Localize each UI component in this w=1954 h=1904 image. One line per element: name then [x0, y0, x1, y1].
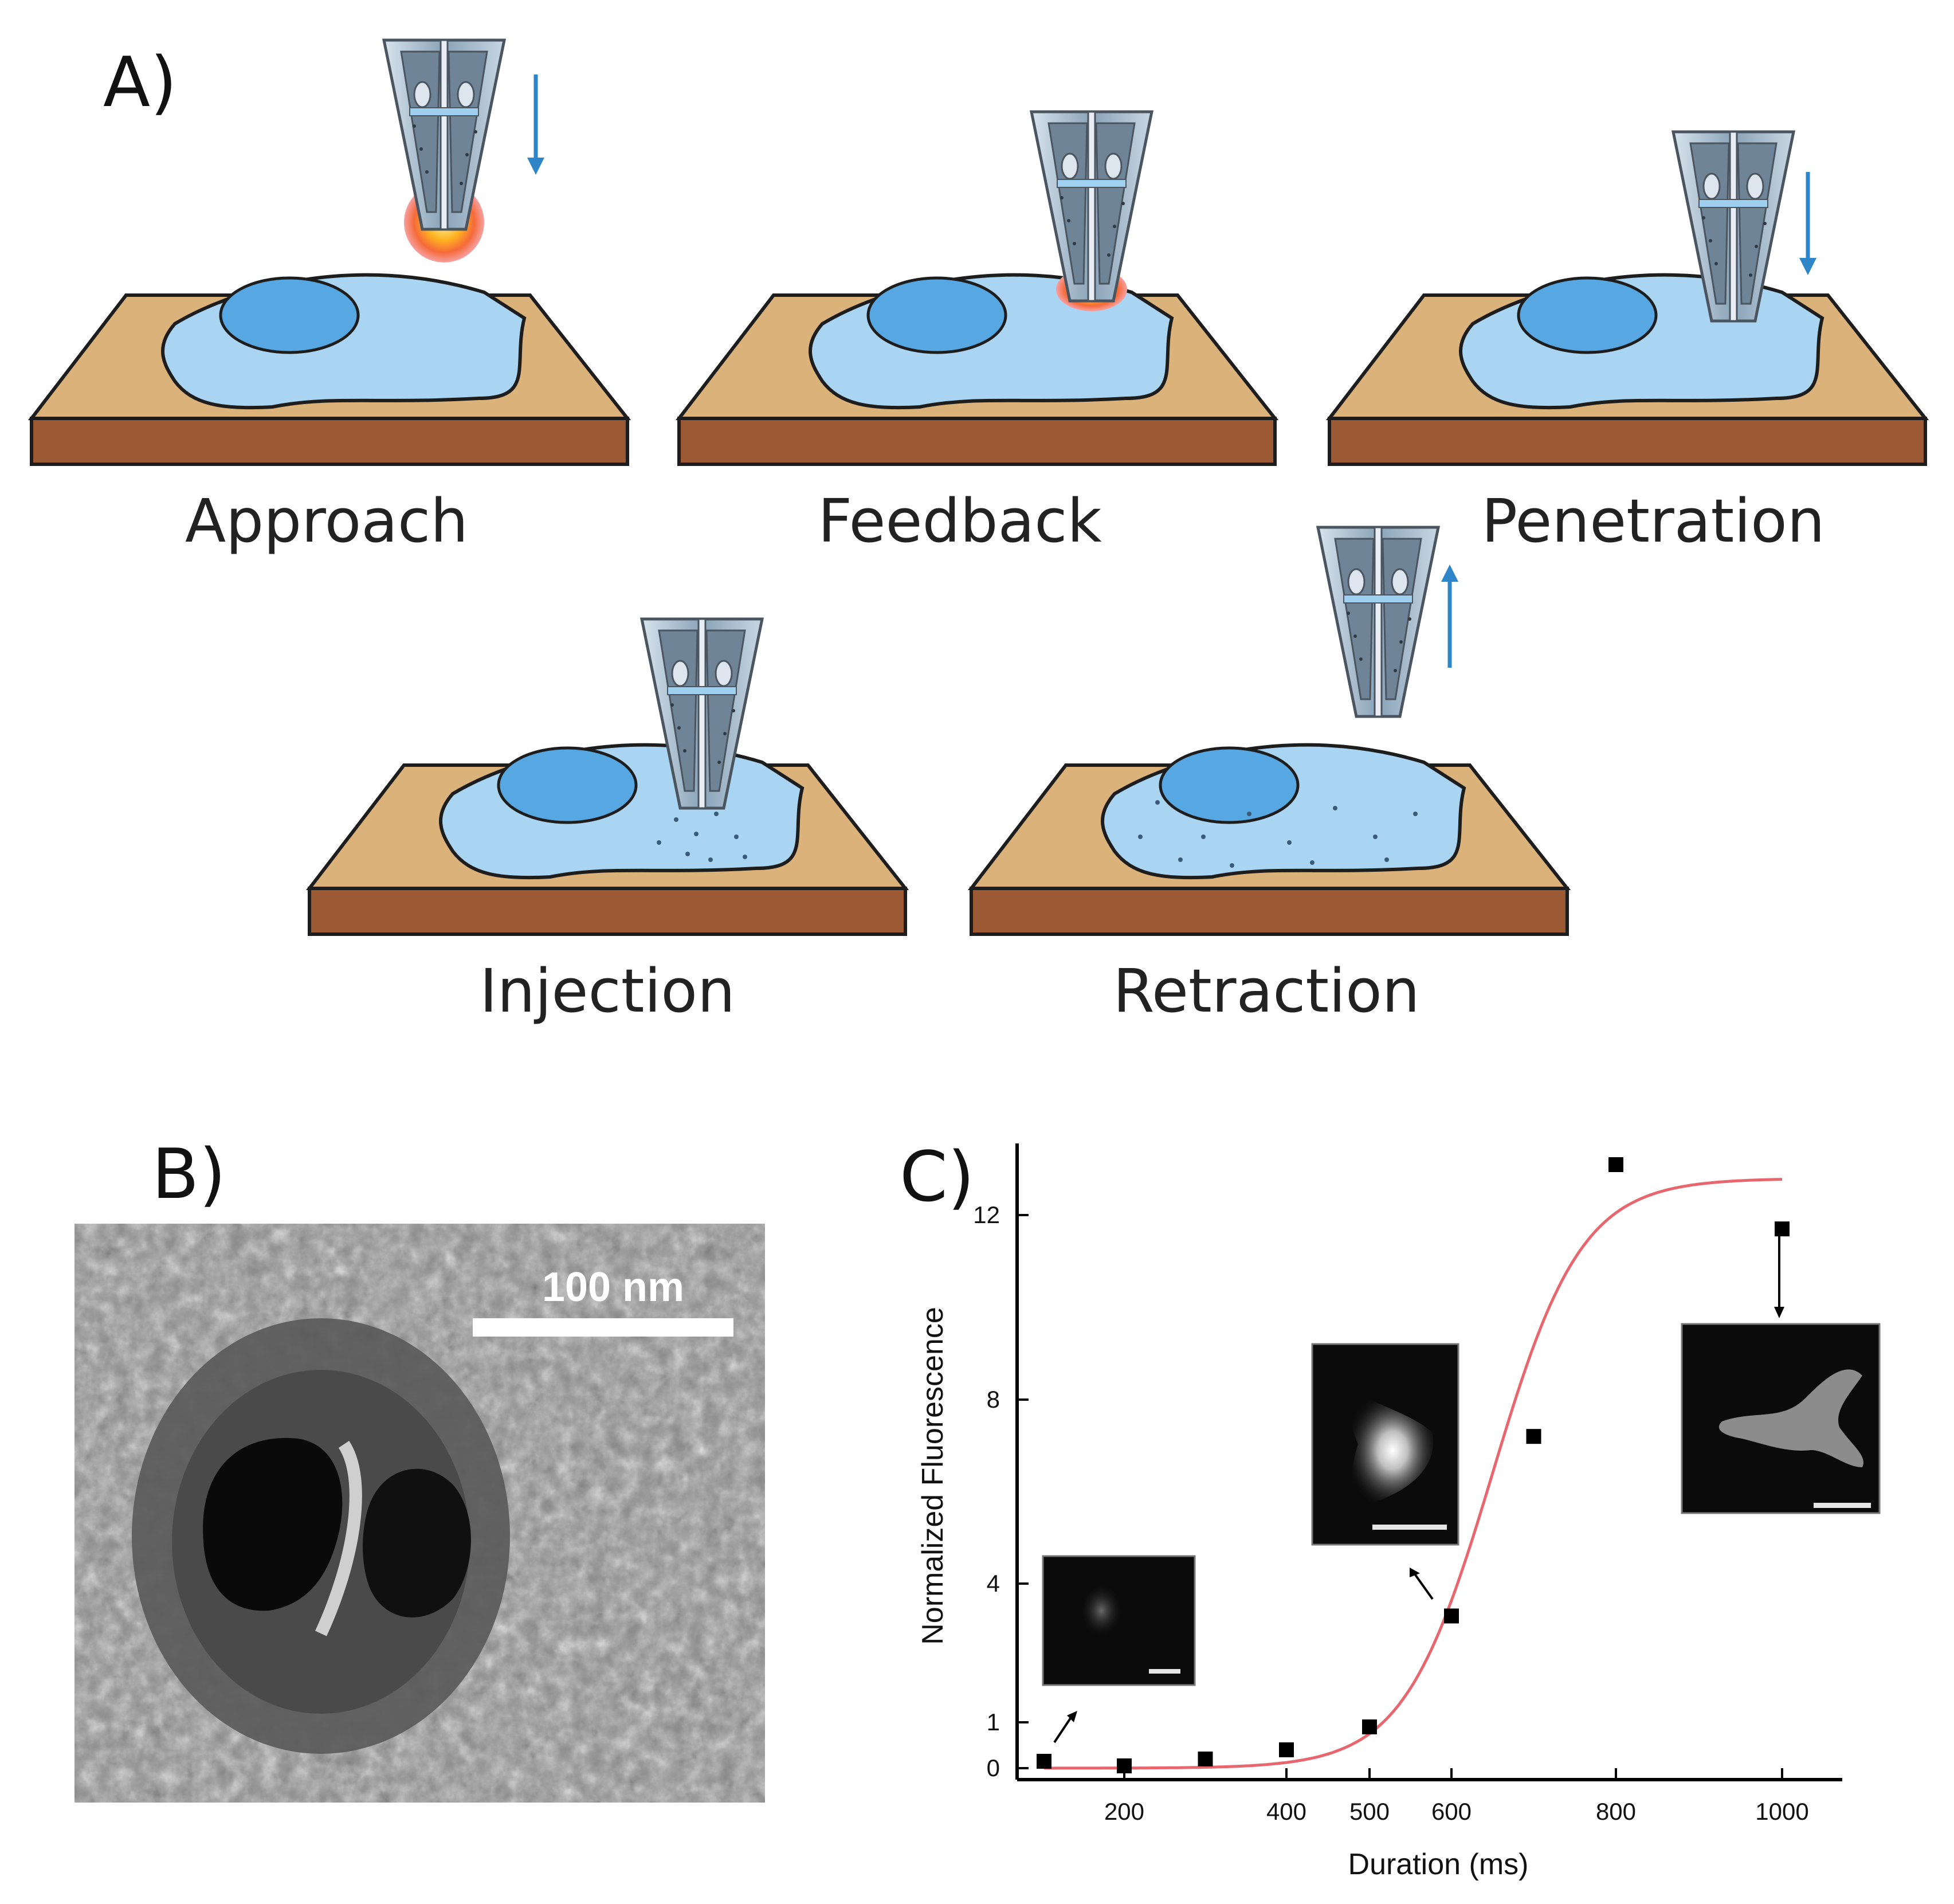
x-tick-label: 800: [1596, 1798, 1636, 1825]
scale-bar-label: 100 nm: [542, 1264, 684, 1310]
y-tick-label: 0: [987, 1754, 1000, 1781]
inset-600ms: [1311, 1343, 1459, 1600]
injected-particles: [657, 812, 747, 862]
y-axis-label: Normalized Fluorescence: [916, 1307, 949, 1645]
x-axis-label: Duration (ms): [1348, 1848, 1529, 1881]
y-tick-label: 1: [987, 1709, 1000, 1735]
data-point: [1444, 1608, 1459, 1624]
step-label-approach: Approach: [185, 486, 468, 556]
panel-a-label: A): [103, 43, 177, 123]
data-point: [1608, 1157, 1623, 1172]
inset-100ms: [1042, 1555, 1196, 1744]
inset-arrow: [1410, 1568, 1434, 1600]
step-approach: Approach: [32, 40, 627, 556]
data-point: [1526, 1429, 1541, 1444]
panel-c-label: C): [900, 1138, 975, 1217]
x-tick-label: 500: [1349, 1798, 1390, 1825]
inset-arrow: [1053, 1711, 1077, 1744]
y-tick-label: 12: [973, 1201, 1000, 1228]
step-label-penetration: Penetration: [1481, 486, 1824, 556]
x-tick-label: 200: [1104, 1798, 1144, 1825]
step-label-injection: Injection: [480, 956, 735, 1026]
step-injection: Injection: [309, 619, 905, 1026]
step-label-feedback: Feedback: [818, 486, 1101, 556]
x-tick-label: 400: [1266, 1798, 1306, 1825]
step-retraction: Retraction: [971, 527, 1567, 1026]
pore-septum: [315, 1440, 362, 1636]
dispersed-particles: [1138, 800, 1418, 868]
up-arrow: [1441, 565, 1458, 668]
fluorescence-chart: 0 1 4 8 12 200 400 500 600 800 1000 Duration (ms)…: [916, 1143, 1881, 1881]
data-point: [1279, 1742, 1294, 1757]
data-point: [1117, 1758, 1132, 1773]
data-point: [1362, 1719, 1377, 1734]
inset-scale-bar: [1814, 1503, 1871, 1508]
step-penetration: Penetration: [1329, 132, 1925, 556]
data-point: [1198, 1752, 1213, 1766]
inset-scale-bar: [1372, 1525, 1447, 1530]
step-feedback: Feedback: [679, 112, 1275, 556]
x-tick-label: 600: [1431, 1798, 1472, 1825]
y-tick-label: 8: [987, 1386, 1000, 1413]
inset-arrow: [1774, 1232, 1784, 1318]
panel-b-label: B): [152, 1135, 226, 1215]
fit-curve: [1044, 1178, 1783, 1770]
data-point: [1037, 1754, 1051, 1769]
pore-right: [363, 1468, 471, 1618]
pore-left: [203, 1437, 343, 1611]
down-arrow: [1799, 172, 1816, 275]
down-arrow: [527, 75, 544, 175]
y-tick-label: 4: [987, 1570, 1000, 1597]
scale-bar: [473, 1318, 733, 1337]
x-tick-label: 1000: [1755, 1798, 1808, 1825]
inset-1000ms: [1681, 1232, 1881, 1514]
step-label-retraction: Retraction: [1113, 956, 1419, 1026]
inset-scale-bar: [1149, 1669, 1180, 1674]
sem-image: 100 nm: [74, 1224, 765, 1803]
data-point: [1775, 1221, 1790, 1237]
